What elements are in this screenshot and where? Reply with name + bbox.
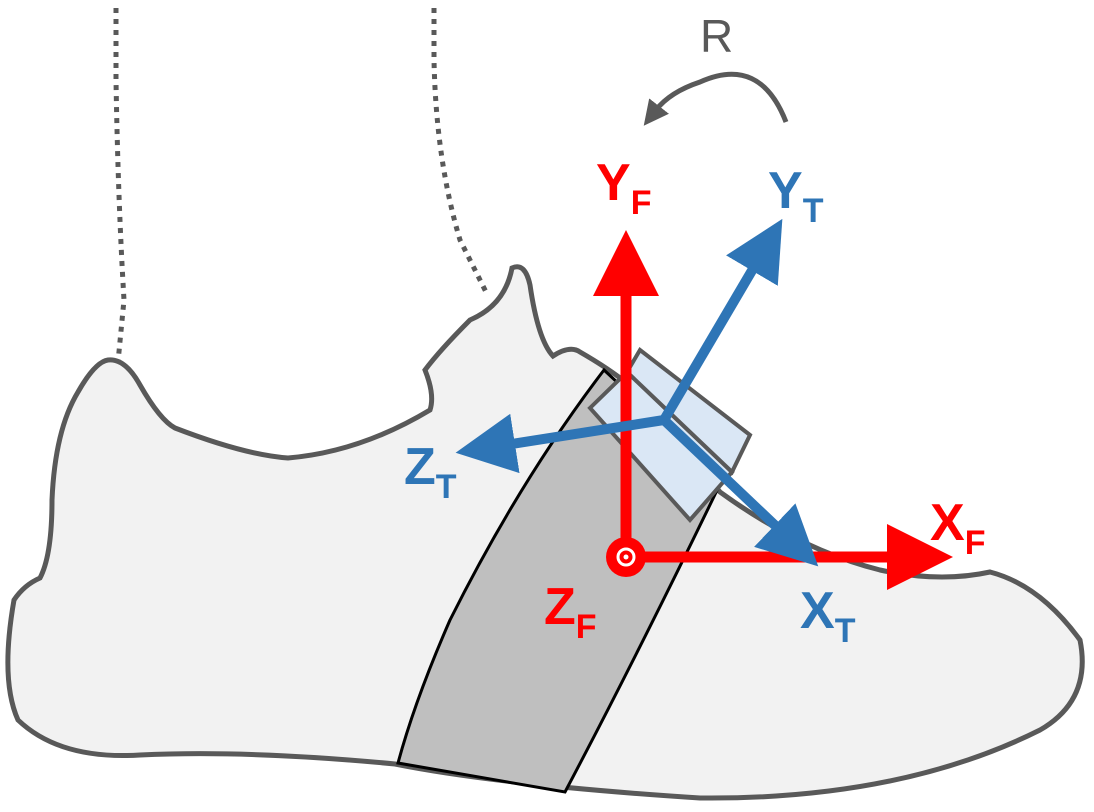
sensor-y-axis <box>659 218 783 423</box>
sensor-x-axis <box>660 416 819 567</box>
leg-outline-back <box>113 8 127 363</box>
sensor-z-label: ZT <box>404 438 457 506</box>
sensor-z-axis <box>455 413 665 474</box>
foot-z-label: ZF <box>544 578 597 646</box>
sensor-y-label: YT <box>768 162 824 230</box>
sensor-box-top <box>624 347 753 476</box>
strap <box>396 367 724 794</box>
leg-outline-front <box>431 8 491 298</box>
foot-z-axis-dot-ring <box>616 547 636 567</box>
foot-y-label: YF <box>596 154 651 222</box>
rotation-arrow <box>643 71 789 126</box>
rotation-label: R <box>700 10 733 62</box>
foot-z-axis-dot-center <box>623 554 629 560</box>
sensor-x-label: XT <box>800 582 856 650</box>
foot-x-label: XF <box>930 494 985 562</box>
